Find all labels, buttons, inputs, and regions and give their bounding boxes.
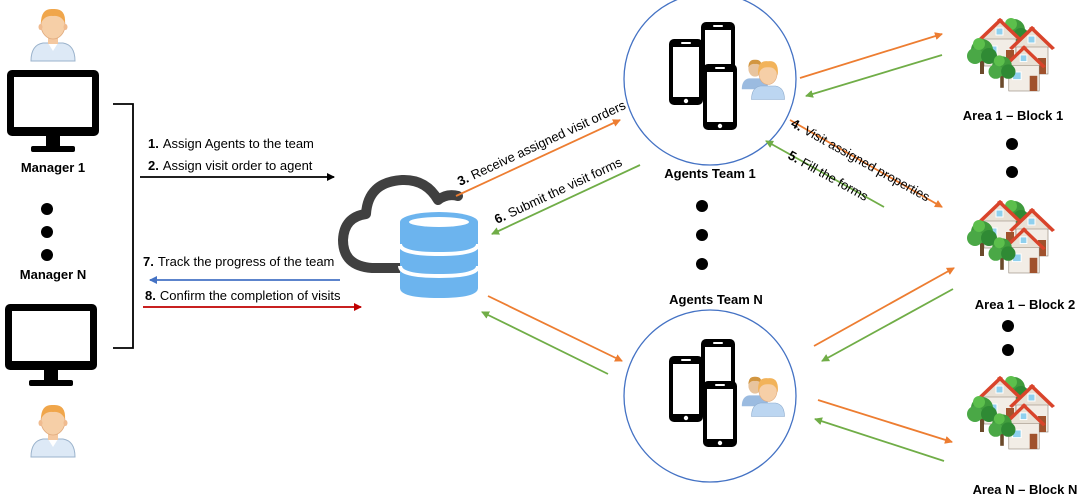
step-3-arrow — [455, 119, 621, 197]
manager-ellipsis-dot — [41, 249, 53, 261]
team-n-to-area-n-block-n-arrow — [817, 399, 953, 444]
area-1-block-2-houses-icon — [967, 200, 1055, 273]
area-n-block-n-label: Area N – Block N — [973, 482, 1078, 497]
team-ellipsis-dot — [696, 258, 708, 270]
manager-1-label: Manager 1 — [21, 160, 85, 175]
team-n-to-system-arrow — [481, 311, 609, 375]
cloud-icon — [338, 174, 463, 273]
manager-ellipsis-dot — [41, 203, 53, 215]
team-ellipsis-dot — [696, 229, 708, 241]
team-1-to-area-1-block-1-arrow — [799, 32, 943, 79]
agents-team-1-label: Agents Team 1 — [664, 166, 756, 181]
manager-n-label: Manager N — [20, 267, 86, 282]
team-ellipsis-dot — [696, 200, 708, 212]
step-4-arrow — [789, 119, 943, 208]
database-icon — [398, 212, 480, 298]
step-8-label: 8.Confirm the completion of visits — [145, 288, 341, 303]
team-n-to-area-1-block-2-arrow — [813, 267, 955, 347]
area-1-block-1-houses-icon — [967, 18, 1055, 91]
area-ellipsis-dot — [1006, 166, 1018, 178]
step-7-label: 7.Track the progress of the team — [143, 254, 334, 269]
area-1-block-1-to-team-1-arrow — [805, 54, 943, 98]
manager-n-monitor-icon — [5, 304, 97, 386]
area-1-block-2-to-team-n-arrow — [821, 288, 954, 362]
manager-1-monitor-icon — [7, 70, 99, 152]
agents-team-1-icon — [624, 0, 796, 165]
area-ellipsis-dot — [1002, 344, 1014, 356]
area-1-block-1-label: Area 1 – Block 1 — [963, 108, 1063, 123]
area-1-block-2-label: Area 1 – Block 2 — [975, 297, 1075, 312]
step-2-label: 2.Assign visit order to agent — [148, 158, 313, 173]
manager-1-person-icon — [30, 8, 76, 62]
agents-team-n-icon — [624, 310, 796, 482]
step-5-arrow — [765, 140, 885, 208]
managers-bracket — [113, 103, 134, 349]
area-ellipsis-dot — [1002, 320, 1014, 332]
system-to-team-n-arrow — [487, 295, 623, 362]
area-n-block-n-to-team-n-arrow — [814, 417, 945, 462]
agents-team-n-label: Agents Team N — [669, 292, 763, 307]
manager-ellipsis-dot — [41, 226, 53, 238]
step-1-label: 1.Assign Agents to the team — [148, 136, 314, 151]
area-n-block-n-houses-icon — [967, 376, 1055, 449]
step-6-arrow — [491, 164, 641, 235]
area-ellipsis-dot — [1006, 138, 1018, 150]
manager-n-person-icon — [30, 404, 76, 458]
